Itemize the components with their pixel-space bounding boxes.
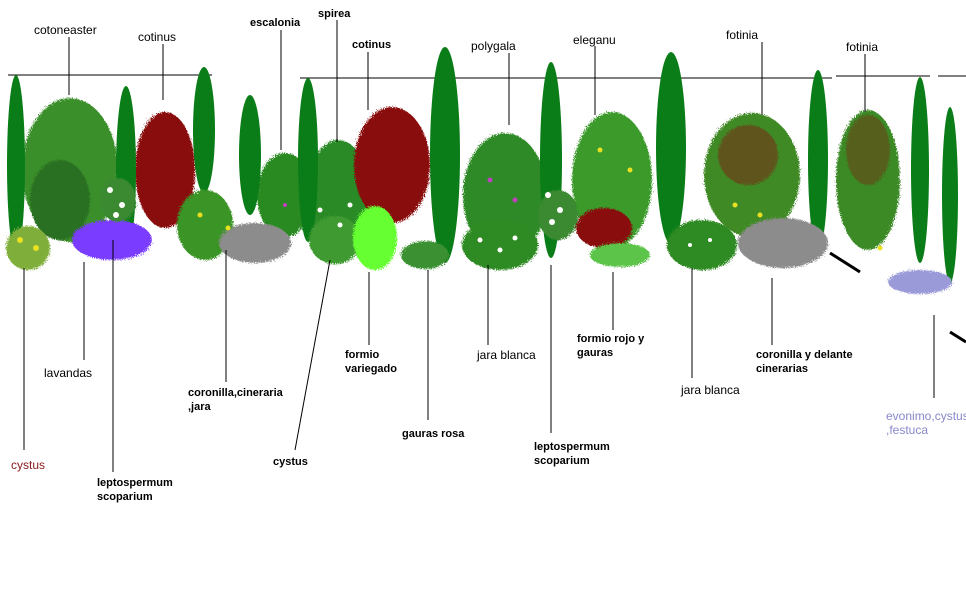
label-formio-line1: formio [345,349,380,361]
top-guide-lines [8,74,966,79]
label-fotinia-2: fotinia [846,40,879,54]
cineraria-plant-2 [738,218,828,268]
label-leptospermum-2: leptospermum scoparium [534,440,610,468]
front-plants [6,178,952,294]
cypress-tree [430,47,460,263]
label-formio-line2: variegado [345,363,397,375]
label-leptospermum-line2: scoparium [97,491,153,503]
flower-dots [17,147,883,253]
cypress-tree [7,75,25,255]
label-cotinus: cotinus [138,30,177,44]
gauras-rosa-plant [401,241,449,269]
label-escalonia: escalonia [250,17,301,29]
label-formio-rojo-line1: formio rojo y [577,333,645,345]
cypress-tree [942,107,958,283]
cypress-tree [656,52,686,244]
label-lavandas: lavandas [44,366,93,380]
label-jara-blanca: jara blanca [477,348,536,362]
leader-lines [23,20,966,472]
label-coronilla-line2: ,jara [188,401,211,413]
label-coronilla2-line1: coronilla y delante [756,349,853,361]
label-coronilla-line1: coronilla,cineraria [188,387,283,399]
cypress-tree [298,78,318,242]
festuca-plant [888,270,952,294]
label-spirea: spirea [318,8,351,20]
white-flowers [107,187,712,253]
planting-scene [22,98,900,257]
jara-blanca-plant-2 [667,220,737,270]
label-cystus: cystus [11,458,46,472]
yellow-flowers [17,147,883,251]
label-formio-variegado: formio variegado [345,348,397,376]
pink-flowers [283,177,518,207]
label-evonimo-cystus-festuca: evonimo,cystus ,festuca [886,409,966,437]
gauras-plant [590,243,650,267]
label-cotinus-2: cotinus [352,39,392,51]
cystus-plant [6,226,50,270]
formio-rojo-plant [576,208,632,248]
label-coronilla-cinerarias: coronilla y delante cinerarias [756,348,853,376]
label-leptospermum-line1: leptospermum [97,477,173,489]
fotinia-red-2 [846,115,890,185]
label-evonimo-line1: evonimo,cystus [886,409,966,423]
label-cystus-2: cystus [273,456,308,468]
label-cotoneaster: cotoneaster [34,23,97,37]
cineraria-plant [219,223,291,263]
cypress-trees [7,47,958,283]
cotinus-shrub [135,112,195,228]
label-formio-rojo-line2: gauras [577,347,614,359]
fotinia-red [718,125,778,185]
jara-blanca-plant [462,220,538,270]
leptospermum-plant-2 [538,190,578,240]
label-eleganu: eleganu [573,33,616,47]
formio-variegado-plant [353,206,397,270]
cypress-tree [911,77,929,263]
label-jara-blanca-2: jara blanca [681,383,740,397]
label-leptospermum: leptospermum scoparium [97,476,173,504]
label-leptospermum2-line2: scoparium [534,455,590,467]
label-gauras-rosa: gauras rosa [402,428,465,440]
cotoneaster-inner [30,160,90,240]
label-evonimo-line2: ,festuca [886,423,929,437]
label-polygala: polygala [471,39,516,53]
label-fotinia: fotinia [726,28,759,42]
label-coronilla-cineraria: coronilla,cineraria ,jara [188,386,283,414]
lavandas-plant [72,220,152,260]
label-leptospermum2-line1: leptospermum [534,441,610,453]
label-formio-rojo: formio rojo y gauras [577,332,644,360]
label-coronilla2-line2: cinerarias [756,363,808,375]
coronilla-plant [177,190,233,260]
cypress-tree [193,67,215,193]
cypress-tree [808,70,828,250]
cystus-plant-2 [309,216,361,264]
cotinus-shrub-2 [354,107,430,223]
cypress-tree [239,95,261,215]
